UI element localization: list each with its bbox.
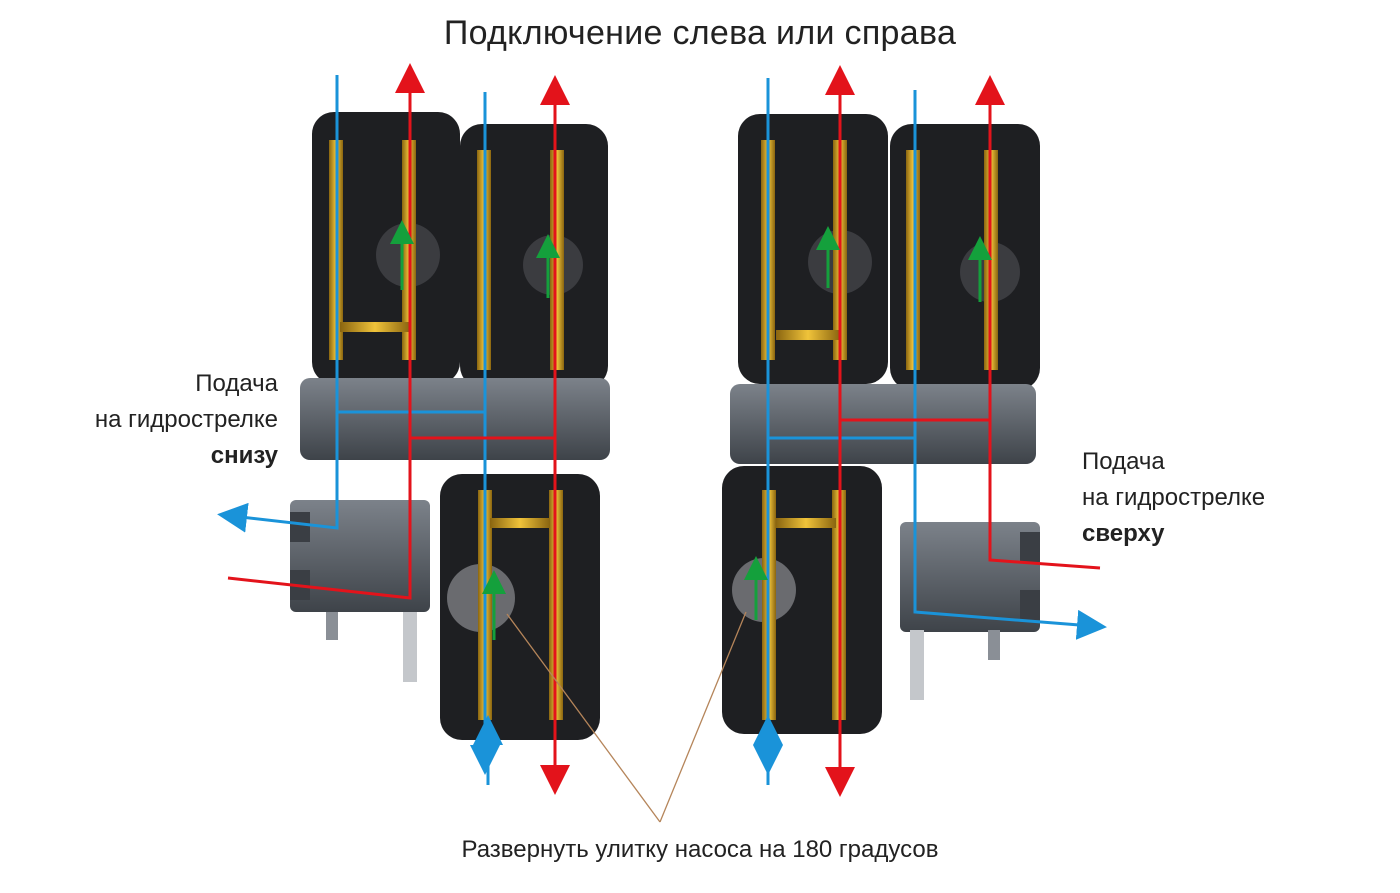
left-label-line1: Подача	[195, 370, 278, 397]
page-title: Подключение слева или справа	[443, 14, 957, 52]
right-supply-label: Подача на гидрострелке сверху	[1082, 444, 1362, 552]
right-label-line2: на гидрострелке	[1082, 484, 1266, 511]
right-flow-lines	[744, 65, 1107, 797]
right-assembly	[722, 114, 1040, 734]
left-label-line3: снизу	[210, 442, 278, 469]
pump-rotation-caption: Развернуть улитку насоса на 180 градусов	[461, 836, 939, 863]
right-label-line1: Подача	[1082, 448, 1165, 475]
left-assembly	[290, 112, 610, 740]
caption-pointers	[506, 611, 747, 823]
right-manifold	[730, 384, 1036, 464]
right-supply-line	[825, 65, 1101, 570]
left-supply-label: Подача на гидрострелке снизу	[30, 366, 278, 474]
right-label-line3: сверху	[1082, 520, 1165, 547]
left-label-line2: на гидрострелке	[94, 406, 278, 433]
left-supply-line	[227, 75, 570, 600]
left-return-line	[335, 75, 500, 775]
left-flow-lines	[217, 63, 570, 795]
right-hydro-separator	[900, 522, 1040, 632]
left-manifold	[300, 378, 610, 460]
